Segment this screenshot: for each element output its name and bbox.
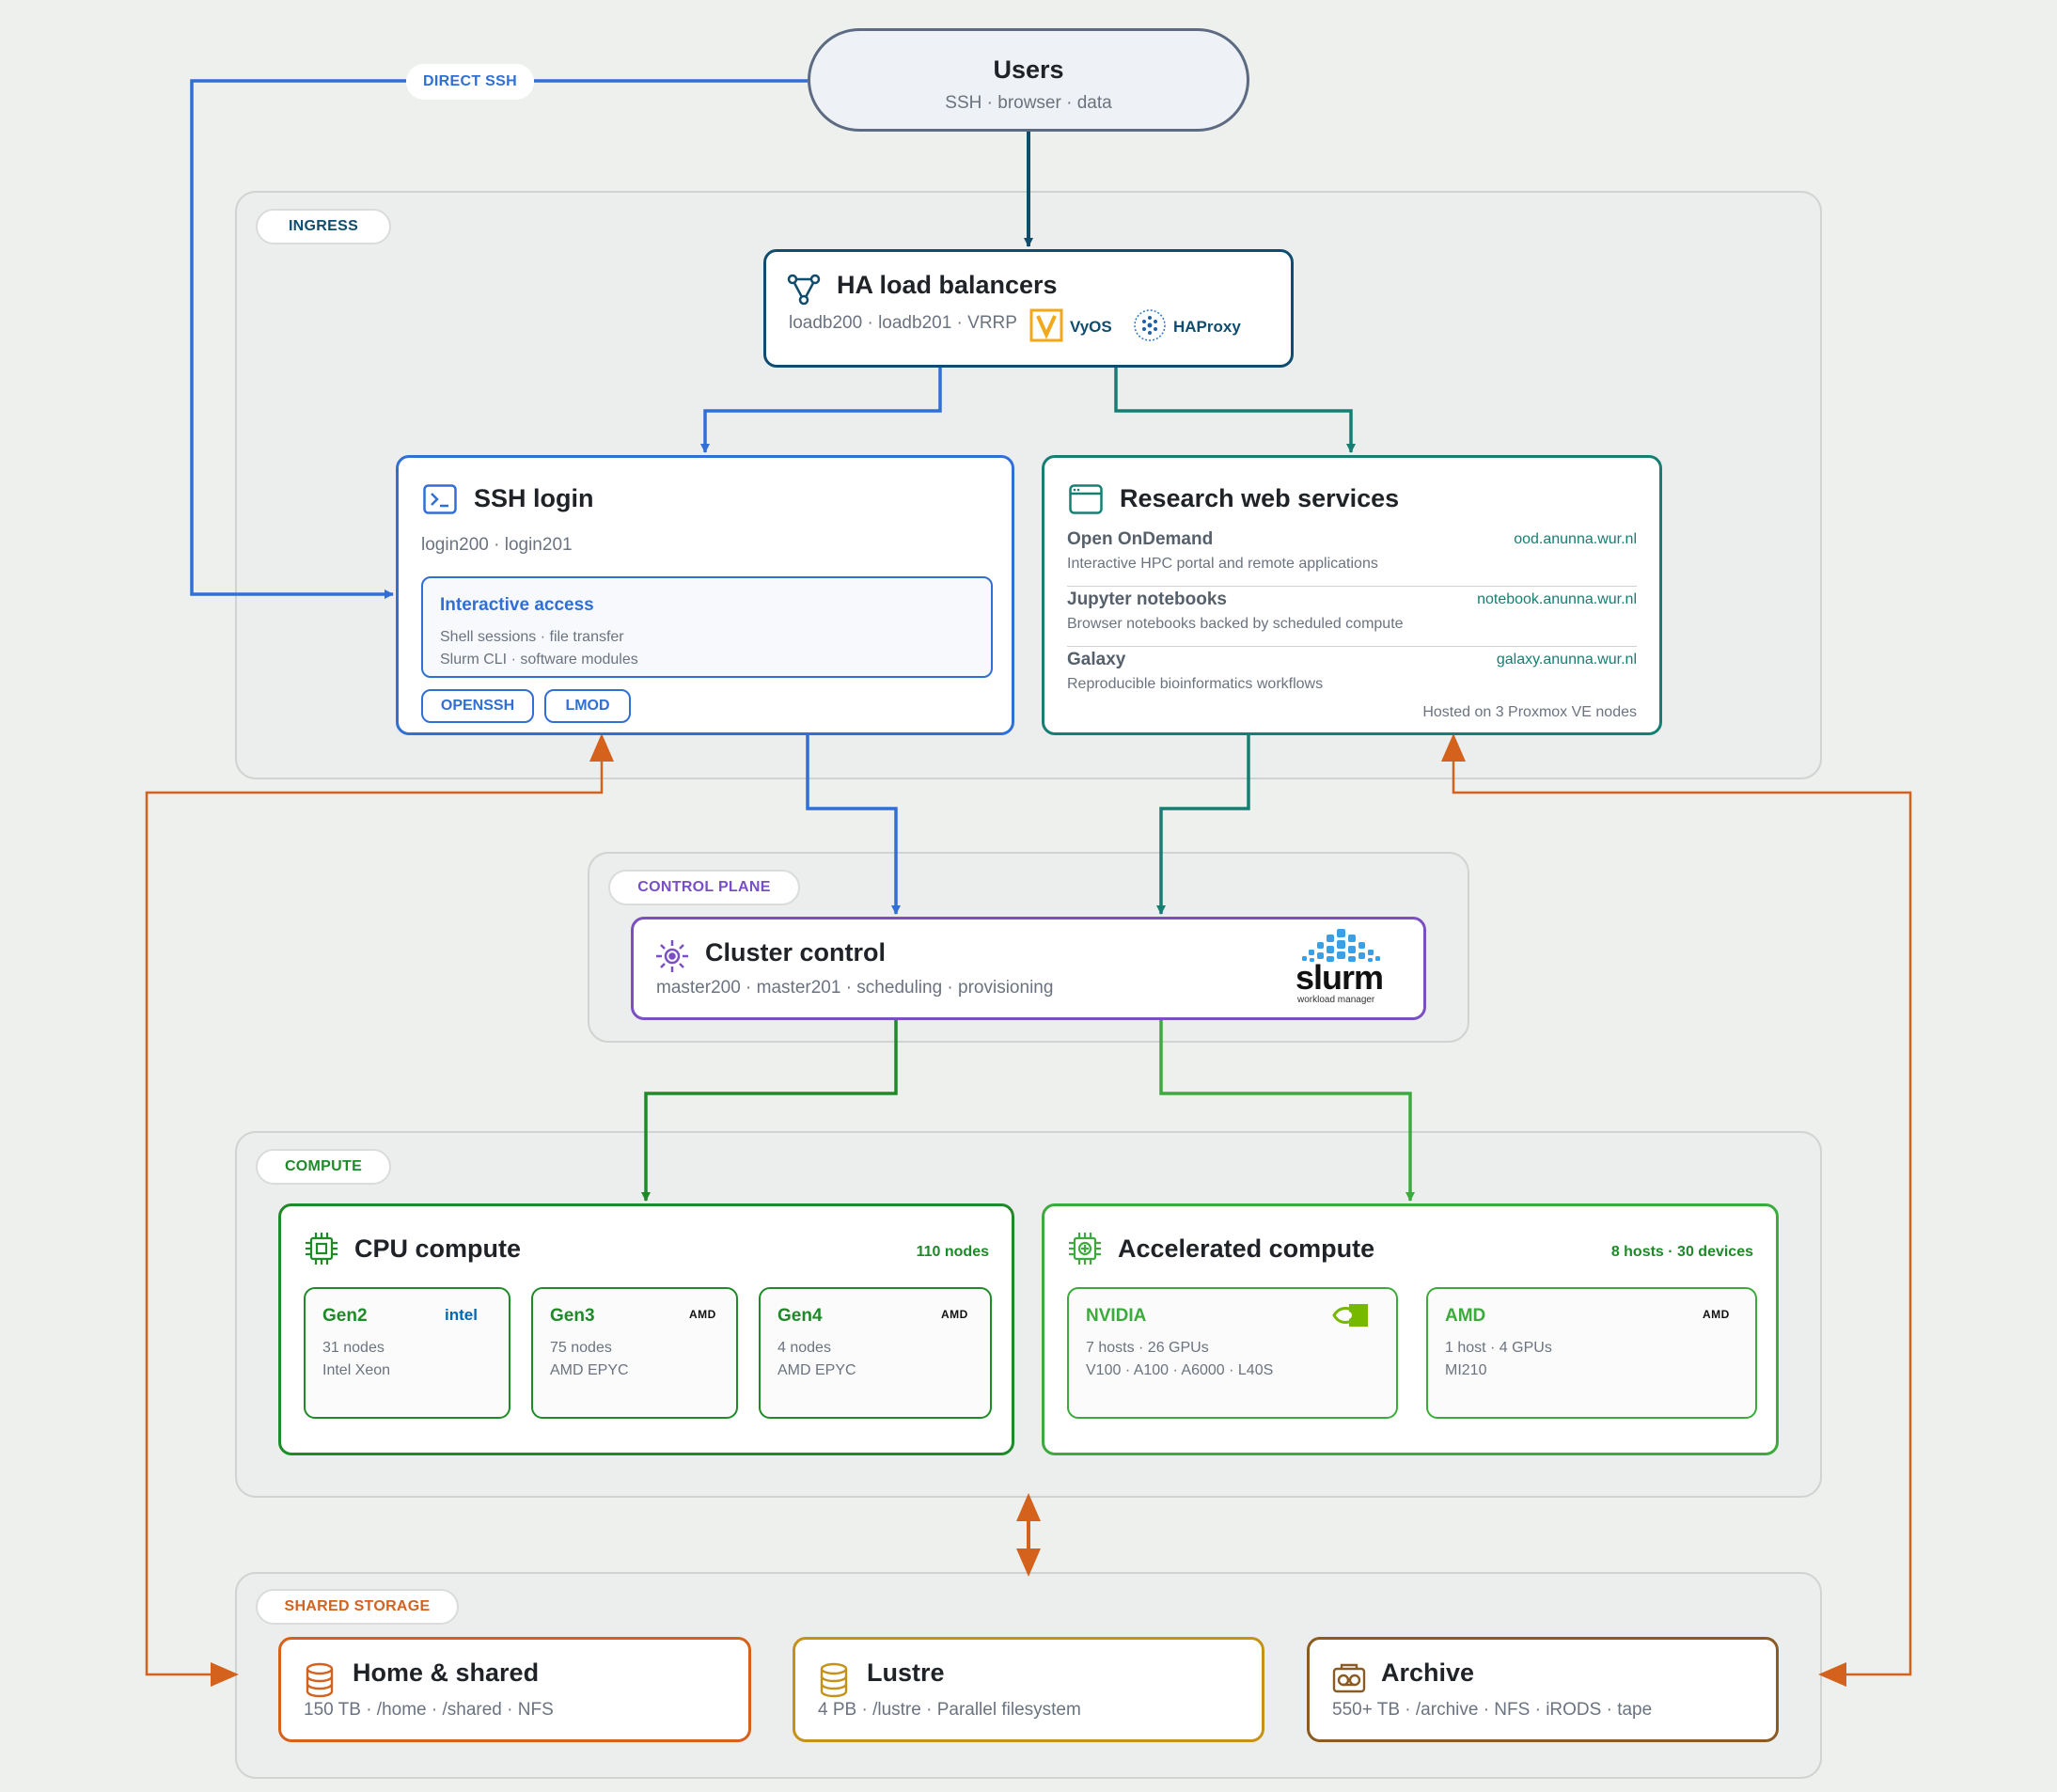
home-shared-title: Home & shared xyxy=(353,1658,540,1687)
database-icon xyxy=(306,1662,334,1698)
archive-title: Archive xyxy=(1381,1658,1475,1687)
direct-ssh-label: DIRECT SSH xyxy=(406,64,534,100)
users-title: Users xyxy=(993,55,1064,84)
cpu-card-title: Gen2 xyxy=(322,1306,368,1326)
research-web-services-node[interactable]: Research web services Open OnDemand ood.… xyxy=(1042,455,1662,735)
control-gear-icon xyxy=(656,940,688,972)
web-services-footer: Hosted on 3 Proxmox VE nodes xyxy=(1422,704,1637,720)
load-balancers-title: HA load balancers xyxy=(837,271,1058,299)
accel-card-line: V100 · A100 · A6000 · L40S xyxy=(1086,1362,1274,1378)
lustre-title: Lustre xyxy=(867,1658,945,1687)
users-subtitle: SSH · browser · data xyxy=(945,93,1112,113)
compute-group-label: COMPUTE xyxy=(256,1149,391,1185)
amd-logo-icon: AMD xyxy=(1703,1308,1730,1321)
terminal-icon xyxy=(423,484,457,514)
home-shared-subtitle: 150 TB · /home · /shared · NFS xyxy=(304,1700,554,1720)
accelerated-compute-badge: 8 hosts · 30 devices xyxy=(1610,1244,1753,1260)
ingress-group-label: INGRESS xyxy=(256,209,391,244)
cluster-control-subtitle: master200 · master201 · scheduling · pro… xyxy=(656,978,1054,998)
service-name-ood: Open OnDemand xyxy=(1067,529,1214,549)
service-desc-galaxy: Reproducible bioinformatics workflows xyxy=(1067,676,1324,692)
database-icon xyxy=(820,1662,848,1698)
cpu-compute-node[interactable]: CPU compute 110 nodes Gen2 intel 31 node… xyxy=(278,1203,1014,1455)
service-desc-ood: Interactive HPC portal and remote applic… xyxy=(1067,556,1378,572)
cluster-control-title: Cluster control xyxy=(705,938,887,967)
cpu-card-line: AMD EPYC xyxy=(777,1362,856,1378)
cpu-card-gen4[interactable]: Gen4 AMD 4 nodes AMD EPYC xyxy=(759,1287,992,1419)
cpu-card-line: 4 nodes xyxy=(777,1340,831,1356)
accelerated-compute-node[interactable]: Accelerated compute 8 hosts · 30 devices… xyxy=(1042,1203,1779,1455)
interactive-access-panel: Interactive access Shell sessions · file… xyxy=(421,576,993,678)
load-balancers-node[interactable]: HA load balancers loadb200 · loadb201 · … xyxy=(763,249,1294,368)
lmod-tag: LMOD xyxy=(544,689,631,723)
archive-storage-node[interactable]: Archive 550+ TB · /archive · NFS · iRODS… xyxy=(1307,1637,1779,1742)
ssh-login-subtitle: login200 · login201 xyxy=(421,535,573,555)
service-name-galaxy: Galaxy xyxy=(1067,650,1126,669)
cpu-card-gen2[interactable]: Gen2 intel 31 nodes Intel Xeon xyxy=(304,1287,510,1419)
slurm-logo-tagline: workload manager xyxy=(1297,995,1375,1005)
home-shared-storage-node[interactable]: Home & shared 150 TB · /home · /shared ·… xyxy=(278,1637,751,1742)
cpu-card-gen3[interactable]: Gen3 AMD 75 nodes AMD EPYC xyxy=(531,1287,738,1419)
vyos-logo-icon xyxy=(1029,308,1063,342)
slurm-logo-icon xyxy=(1302,929,1380,962)
haproxy-logo-icon xyxy=(1134,309,1166,341)
cpu-compute-badge: 110 nodes xyxy=(916,1244,989,1260)
haproxy-label: HAProxy xyxy=(1173,318,1241,336)
cpu-card-line: 75 nodes xyxy=(550,1340,612,1356)
accel-card-line: 1 host · 4 GPUs xyxy=(1445,1340,1552,1356)
service-divider xyxy=(1067,586,1637,587)
cpu-card-line: 31 nodes xyxy=(322,1340,385,1356)
cpu-compute-title: CPU compute xyxy=(354,1234,522,1263)
cpu-card-title: Gen4 xyxy=(777,1306,823,1326)
service-url-ood[interactable]: ood.anunna.wur.nl xyxy=(1514,531,1637,547)
interactive-access-title: Interactive access xyxy=(440,595,594,615)
accelerated-compute-title: Accelerated compute xyxy=(1118,1234,1375,1263)
interactive-access-line-1: Shell sessions · file transfer xyxy=(440,629,624,645)
research-web-services-title: Research web services xyxy=(1120,484,1400,512)
users-node[interactable]: Users SSH · browser · data xyxy=(808,28,1249,132)
slurm-logo-word: slurm xyxy=(1295,958,1384,997)
archive-subtitle: 550+ TB · /archive · NFS · iRODS · tape xyxy=(1332,1700,1653,1720)
ssh-login-title: SSH login xyxy=(474,484,594,512)
lustre-subtitle: 4 PB · /lustre · Parallel filesystem xyxy=(818,1700,1081,1720)
cpu-card-line: AMD EPYC xyxy=(550,1362,629,1378)
interactive-access-line-2: Slurm CLI · software modules xyxy=(440,652,638,668)
service-url-galaxy[interactable]: galaxy.anunna.wur.nl xyxy=(1496,652,1637,668)
cpu-card-line: Intel Xeon xyxy=(322,1362,391,1378)
tape-archive-icon xyxy=(1332,1663,1366,1693)
browser-window-icon xyxy=(1069,484,1103,514)
intel-logo-icon: intel xyxy=(445,1306,478,1324)
network-icon xyxy=(787,274,821,306)
accel-card-nvidia[interactable]: NVIDIA 7 hosts · 26 GPUs V100 · A100 · A… xyxy=(1067,1287,1398,1419)
accel-card-line: MI210 xyxy=(1445,1362,1487,1378)
cluster-control-node[interactable]: Cluster control master200 · master201 · … xyxy=(631,917,1426,1020)
cpu-card-title: Gen3 xyxy=(550,1306,595,1326)
accel-card-title: AMD xyxy=(1445,1306,1486,1326)
nvidia-logo-icon xyxy=(1332,1304,1368,1327)
service-url-jupyter[interactable]: notebook.anunna.wur.nl xyxy=(1477,591,1637,607)
control-plane-group-label: CONTROL PLANE xyxy=(608,870,800,905)
accel-card-line: 7 hosts · 26 GPUs xyxy=(1086,1340,1209,1356)
cpu-chip-icon xyxy=(306,1233,338,1265)
service-divider xyxy=(1067,646,1637,647)
vyos-label: VyOS xyxy=(1070,318,1112,336)
shared-storage-group-label: SHARED STORAGE xyxy=(256,1589,459,1625)
amd-logo-icon: AMD xyxy=(689,1308,716,1321)
lustre-storage-node[interactable]: Lustre 4 PB · /lustre · Parallel filesys… xyxy=(793,1637,1264,1742)
ssh-login-node[interactable]: SSH login login200 · login201 Interactiv… xyxy=(396,455,1014,735)
service-name-jupyter: Jupyter notebooks xyxy=(1067,589,1227,609)
accel-card-amd[interactable]: AMD AMD 1 host · 4 GPUs MI210 xyxy=(1426,1287,1757,1419)
service-desc-jupyter: Browser notebooks backed by scheduled co… xyxy=(1067,616,1404,632)
amd-logo-icon: AMD xyxy=(941,1308,968,1321)
openssh-tag: OPENSSH xyxy=(421,689,534,723)
load-balancers-subtitle: loadb200 · loadb201 · VRRP xyxy=(789,313,1017,333)
accel-card-title: NVIDIA xyxy=(1086,1306,1147,1326)
accelerator-chip-icon xyxy=(1069,1233,1101,1265)
